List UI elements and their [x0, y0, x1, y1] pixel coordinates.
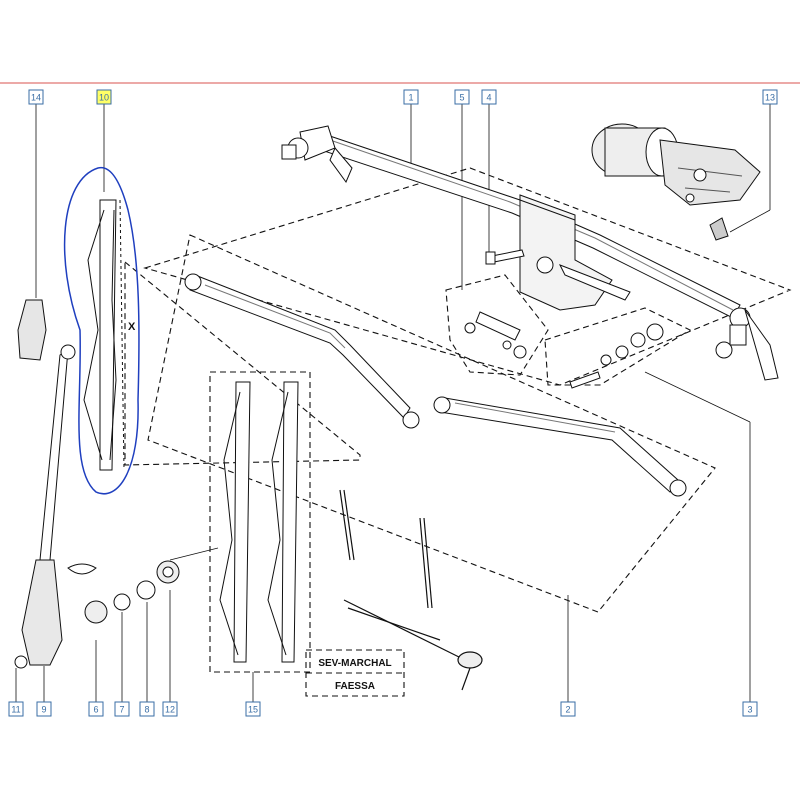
callout-9-box: [36, 701, 52, 717]
inset-wiper-sketch: [339, 489, 483, 691]
hand-drawn-highlight: [63, 166, 140, 495]
callout-4-box: [481, 89, 497, 105]
blade-length-dimension-label: X: [128, 321, 136, 333]
spindle-hardware-outline: [544, 307, 692, 386]
lower-connecting-rod: [433, 396, 687, 497]
callout-2-box: [560, 701, 576, 717]
callout-7: 7: [119, 705, 124, 715]
callout-4: 4: [486, 93, 491, 103]
callout-13: 13: [765, 93, 775, 103]
callout-12: 12: [165, 705, 175, 715]
callout-5-box: [454, 89, 470, 105]
callout-7-box: [114, 701, 130, 717]
callout-6-box: [88, 701, 104, 717]
brand-label-sev-marchal: SEV-MARCHAL: [318, 658, 391, 669]
callout-15: 15: [248, 705, 258, 715]
callout-8-box: [139, 701, 155, 717]
callout-10-box: [96, 89, 112, 105]
callout-13-box: [762, 89, 778, 105]
callout-10: 10: [99, 93, 109, 103]
wiper-blade-set: [219, 381, 299, 663]
callout-3-box: [742, 701, 758, 717]
callout-5: 5: [459, 93, 464, 103]
callout-14: 14: [31, 93, 41, 103]
blade-set-box: [209, 371, 311, 673]
spindle-nut-set: [67, 560, 180, 624]
blade-pointer-line: [124, 260, 361, 466]
brand-label-faessa: FAESSA: [335, 681, 375, 692]
wiper-arm: [14, 344, 76, 669]
upper-connecting-rod: [184, 273, 420, 429]
linkage-group-outline: [143, 167, 792, 386]
callout-12-box: [162, 701, 178, 717]
callout-3: 3: [747, 705, 752, 715]
bracket-hardware-outline: [445, 274, 549, 376]
callout-8: 8: [144, 705, 149, 715]
spindle-hardware: [569, 323, 664, 389]
callout-11-box: [8, 701, 24, 717]
callout-1: 1: [408, 93, 413, 103]
callout-9: 9: [41, 705, 46, 715]
wiper-motor: [591, 123, 761, 241]
callout-2: 2: [565, 705, 570, 715]
callout-11: 11: [11, 705, 20, 715]
callout-1-box: [403, 89, 419, 105]
callout-14-box: [28, 89, 44, 105]
lower-linkage-outline: [147, 234, 716, 613]
wiper-blade-single: [83, 199, 125, 471]
bracket-hardware: [464, 311, 527, 359]
main-linkage-bar: [281, 125, 779, 381]
callout-6: 6: [93, 705, 98, 715]
callout-15-box: [245, 701, 261, 717]
blade-clip-part: [17, 299, 47, 361]
